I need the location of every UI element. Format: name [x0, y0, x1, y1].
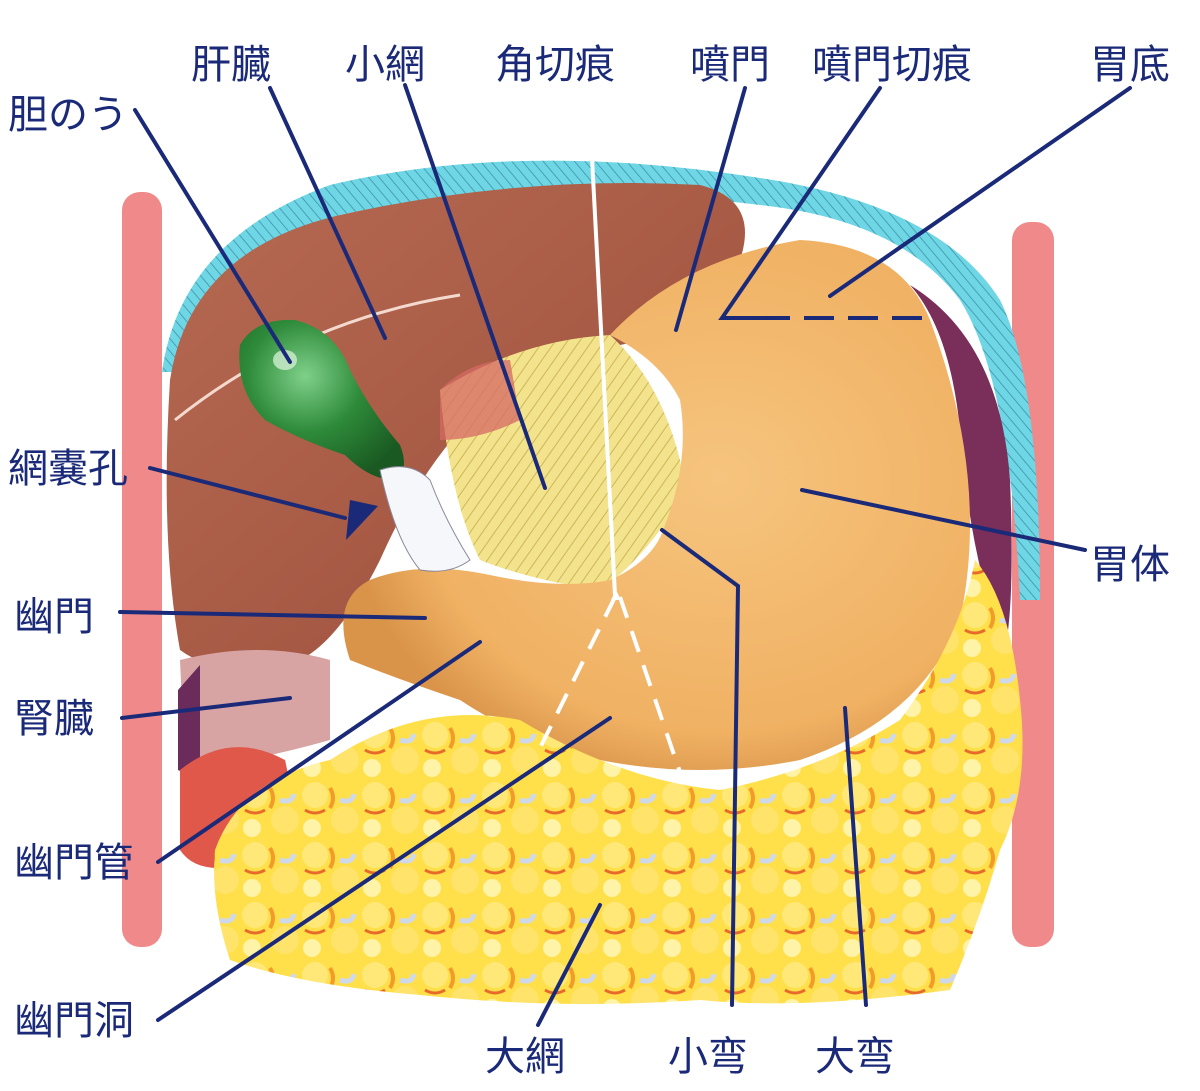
- kidney-shadow: [178, 665, 200, 780]
- label-body: 胃体: [1090, 542, 1170, 588]
- label-greater-omentum: 大網: [485, 1034, 565, 1080]
- label-omental-foramen: 網嚢孔: [8, 446, 128, 492]
- angular-incisure-guide: [586, 80, 617, 597]
- antrum-boundary-left: [538, 596, 617, 749]
- kidney-region: [180, 650, 330, 770]
- leader-cardia: [674, 86, 747, 332]
- label-gallbladder: 胆のう: [8, 92, 128, 138]
- label-kidney: 腎臓: [14, 696, 94, 742]
- label-liver: 肝臓: [191, 42, 271, 88]
- label-lesser-omentum: 小網: [345, 42, 425, 88]
- leader-fundus: [828, 86, 1132, 298]
- leader-omental-foramen: [148, 466, 347, 520]
- leader-kidney: [120, 696, 292, 720]
- label-lesser-curvature: 小弯: [668, 1034, 748, 1080]
- label-fundus: 胃底: [1090, 42, 1170, 88]
- omental-foramen-arrowhead: [346, 500, 378, 540]
- leader-body: [800, 488, 1087, 552]
- leader-greater-omentum: [536, 903, 602, 1027]
- label-angular-incisure: 角切痕: [495, 42, 615, 88]
- lesser-omentum-red: [440, 360, 520, 440]
- label-greater-curvature: 大弯: [815, 1034, 895, 1080]
- antrum-boundary-right: [618, 596, 684, 779]
- leader-cardiac-notch: [718, 86, 882, 320]
- leader-greater-curvature: [843, 706, 868, 1007]
- label-cardia: 噴門: [690, 42, 770, 88]
- leader-liver: [268, 86, 387, 340]
- leader-pyloric-antrum: [156, 716, 612, 1022]
- angle-marker: [611, 590, 621, 600]
- greater-omentum: [214, 560, 1023, 1004]
- hepatoduodenal-ligament: [379, 466, 471, 572]
- leader-pylorus: [118, 610, 427, 620]
- leader-lesser-curvature: [660, 528, 741, 1007]
- spleen: [910, 285, 1012, 650]
- abdominal-wall-left: [122, 192, 162, 947]
- label-pylorus: 幽門: [14, 594, 94, 640]
- label-pyloric-antrum: 幽門洞: [14, 998, 134, 1044]
- stomach: [343, 240, 970, 770]
- label-cardiac-notch: 噴門切痕: [812, 42, 972, 88]
- leader-lesser-omentum: [403, 83, 547, 490]
- label-pyloric-canal: 幽門管: [14, 840, 134, 886]
- leader-gallbladder: [133, 108, 292, 364]
- gallbladder-highlight: [273, 350, 297, 370]
- leader-pyloric-canal: [156, 640, 482, 864]
